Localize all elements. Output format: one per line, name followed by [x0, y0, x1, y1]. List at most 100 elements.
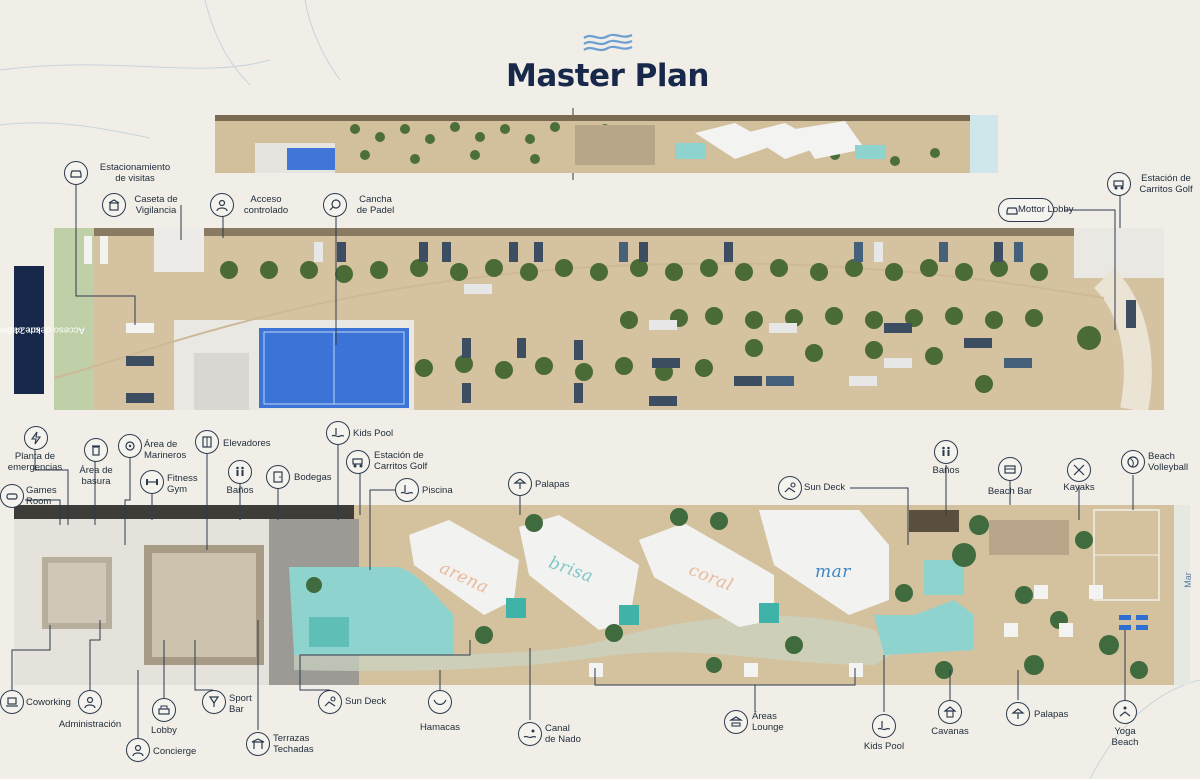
lounge-icon[interactable]: [724, 710, 748, 734]
amenities-aerial-image: [14, 505, 1190, 685]
parking-aerial-panel: [54, 228, 1164, 410]
pool-icon[interactable]: [872, 714, 896, 738]
golf-cart-icon[interactable]: [346, 450, 370, 474]
label-palapas-bottom: Palapas: [1034, 709, 1069, 720]
label-hamacas: Hamacas: [419, 722, 461, 733]
glass-icon[interactable]: [202, 690, 226, 714]
pool-icon[interactable]: [395, 478, 419, 502]
label-sportbar-line2: Bar: [229, 703, 244, 715]
label-lounge-line1: Áreas: [752, 711, 777, 722]
trash-icon[interactable]: [84, 438, 108, 462]
label-kids-pool-top: Kids Pool: [353, 428, 394, 439]
label-yoga-line2: Beach: [1111, 736, 1139, 748]
overview-aerial-image: [215, 115, 998, 173]
car-icon[interactable]: [64, 161, 88, 185]
guard-icon[interactable]: [210, 193, 234, 217]
gamepad-icon[interactable]: [0, 484, 24, 508]
label-volleyball-line1: Beach: [1148, 451, 1175, 462]
label-cancha-line2: de Padel: [356, 204, 395, 216]
label-cancha-line1: Cancha: [359, 194, 392, 205]
kayak-icon[interactable]: [1067, 458, 1091, 482]
sofa-icon[interactable]: [152, 698, 176, 722]
label-estacionamiento-line2: de visitas: [115, 172, 155, 184]
label-bodegas: Bodegas: [294, 472, 332, 483]
label-fitness-line1: Fitness: [167, 473, 198, 484]
storage-icon[interactable]: [266, 465, 290, 489]
person-icon[interactable]: [78, 690, 102, 714]
label-games-line2: Room: [26, 495, 52, 507]
label-volleyball-line2: Volleyball: [1148, 461, 1189, 473]
label-elevadores: Elevadores: [223, 438, 271, 449]
label-lobby: Lobby: [151, 725, 177, 736]
parking-aerial-image: [54, 228, 1164, 410]
palapa-icon[interactable]: [1006, 702, 1030, 726]
concierge-icon[interactable]: [126, 738, 150, 762]
label-kids-pool-bottom: Kids Pool: [863, 741, 905, 752]
golf-cart-icon[interactable]: [1107, 172, 1131, 196]
label-canal-line1: Canal: [545, 723, 570, 734]
sea-label: Mar: [1182, 572, 1193, 588]
label-fitness-line2: Gym: [167, 483, 188, 495]
hammock-icon[interactable]: [428, 690, 452, 714]
highway-access-tag: Acceso desde carreterakm 24.5: [0, 266, 85, 394]
label-concierge: Concierge: [153, 746, 197, 757]
page-title: Master Plan: [506, 58, 709, 94]
yoga-icon[interactable]: [1113, 700, 1137, 724]
label-marineros-line2: Marineros: [144, 449, 187, 461]
volleyball-icon[interactable]: [1121, 450, 1145, 474]
label-planta-line2: emergencias: [7, 461, 63, 473]
terrace-icon[interactable]: [246, 732, 270, 756]
label-estacion-top-line1: Estación de: [1141, 173, 1191, 184]
restroom-icon[interactable]: [934, 440, 958, 464]
elevator-icon[interactable]: [195, 430, 219, 454]
guardhouse-icon[interactable]: [102, 193, 126, 217]
label-coworking: Coworking: [26, 697, 71, 708]
label-yoga-line1: Yoga: [1114, 726, 1136, 737]
palapa-icon[interactable]: [508, 472, 532, 496]
waves-icon: [582, 33, 632, 52]
restroom-icon[interactable]: [228, 460, 252, 484]
label-estacion-top-line2: Carritos Golf: [1139, 183, 1193, 195]
bar-icon[interactable]: [998, 457, 1022, 481]
label-cavanas: Cavanas: [931, 726, 969, 737]
sun-lounger-icon[interactable]: [778, 476, 802, 500]
cabana-icon[interactable]: [938, 700, 962, 724]
label-games-line1: Games: [26, 485, 57, 496]
sun-lounger-icon[interactable]: [318, 690, 342, 714]
padel-icon[interactable]: [323, 193, 347, 217]
swimmer-icon[interactable]: [518, 722, 542, 746]
label-palapas-top: Palapas: [535, 479, 570, 490]
label-acceso-line1: Acceso: [250, 194, 282, 205]
overview-aerial-strip: [215, 115, 998, 173]
label-sportbar-line1: Sport: [229, 693, 252, 704]
dumbbell-icon[interactable]: [140, 470, 164, 494]
amenities-aerial-panel: [14, 505, 1190, 685]
lightning-icon[interactable]: [24, 426, 48, 450]
label-terrazas-line2: Techadas: [273, 743, 314, 755]
car-icon[interactable]: [998, 198, 1054, 222]
label-caseta-line2: Vigilancia: [135, 204, 177, 216]
helm-icon[interactable]: [118, 434, 142, 458]
pool-icon[interactable]: [326, 421, 350, 445]
label-piscina: Piscina: [422, 485, 453, 496]
laptop-icon[interactable]: [0, 690, 24, 714]
building-name-mar: mar: [815, 562, 851, 582]
label-sun-deck-bottom: Sun Deck: [345, 696, 387, 707]
